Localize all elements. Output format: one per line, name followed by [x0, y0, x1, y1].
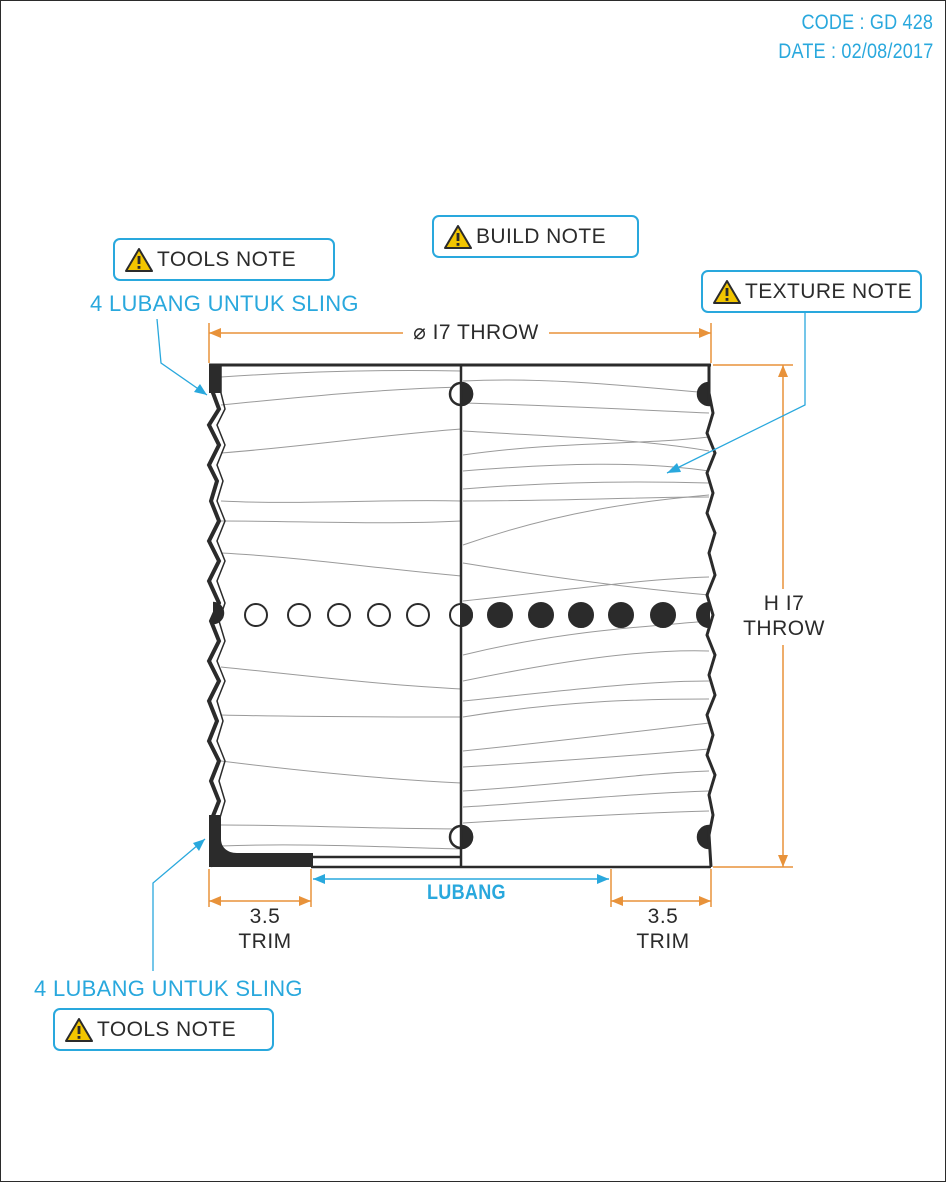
arrow-head	[611, 896, 623, 906]
trim-right-text: TRIM	[636, 930, 690, 953]
corner-bracket	[209, 365, 313, 867]
left-wavy-edge	[206, 365, 222, 868]
tools-note-label: TOOLS NOTE	[157, 247, 296, 271]
arrow-head	[778, 365, 788, 377]
sling-callout-top: 4 LUBANG UNTUK SLING	[90, 291, 359, 316]
open-hole	[287, 603, 311, 627]
arrow-head	[209, 328, 221, 338]
sling-callout-bottom: 4 LUBANG UNTUK SLING	[34, 976, 303, 1001]
open-hole	[327, 603, 351, 627]
sling-hole-mid-left	[212, 601, 225, 625]
leader-sling-bottom	[152, 838, 206, 971]
build-note-label: BUILD NOTE	[476, 224, 607, 248]
tools-note-box-bottom[interactable]: TOOLS NOTE	[53, 1008, 274, 1051]
sling-hole-top-right	[696, 381, 711, 407]
arrow-head	[699, 328, 711, 338]
open-hole	[244, 603, 268, 627]
drawing-date: DATE : 02/08/2017	[777, 40, 933, 63]
texture-note-label: TEXTURE NOTE	[745, 279, 912, 303]
filled-hole	[487, 602, 513, 628]
filled-hole	[568, 602, 594, 628]
open-hole	[367, 603, 391, 627]
arrow-head	[778, 855, 788, 867]
wall-section	[206, 363, 717, 869]
open-hole	[406, 603, 430, 627]
warning-icon	[713, 279, 741, 304]
arrow-head	[313, 874, 325, 884]
filled-hole	[608, 602, 634, 628]
trim-left-value: 3.5	[249, 905, 281, 928]
wood-grain-left	[220, 369, 462, 850]
filled-hole	[528, 602, 554, 628]
warning-icon	[125, 247, 153, 272]
dimension-lines	[208, 323, 793, 907]
texture-note-box[interactable]: TEXTURE NOTE	[701, 270, 922, 313]
trim-left-label: 3.5 TRIM	[225, 904, 305, 954]
diameter-label: ⌀ I7 THROW	[413, 321, 539, 344]
hole-row	[244, 601, 710, 629]
sling-hole-bottom-right	[696, 824, 711, 850]
arrow-head	[699, 896, 711, 906]
trim-right-value: 3.5	[647, 905, 679, 928]
wood-grain-right	[462, 379, 710, 824]
leader-sling-top	[156, 318, 208, 396]
warning-icon	[444, 224, 472, 249]
height-label-line1: H I7	[763, 592, 805, 615]
leader-lines	[152, 311, 806, 971]
lubang-label: LUBANG	[427, 881, 506, 904]
arrow-head	[597, 874, 609, 884]
arrow-head	[209, 896, 221, 906]
filled-hole	[650, 602, 676, 628]
build-note-box[interactable]: BUILD NOTE	[432, 215, 639, 258]
trim-right-label: 3.5 TRIM	[623, 904, 703, 954]
trim-left-text: TRIM	[238, 930, 292, 953]
tools-note-box-top[interactable]: TOOLS NOTE	[113, 238, 335, 281]
arrow-head	[299, 896, 311, 906]
tools-note-label: TOOLS NOTE	[97, 1017, 236, 1041]
leader-texture	[666, 311, 806, 474]
warning-icon	[65, 1017, 93, 1042]
drawing-code: CODE : GD 428	[801, 11, 933, 34]
lubang-dimension	[313, 874, 609, 884]
left-inner-wavy-edge	[216, 365, 226, 854]
height-label: H I7 THROW	[739, 591, 829, 641]
right-wavy-edge	[705, 365, 717, 868]
height-label-line2: THROW	[743, 617, 825, 640]
sling-holes	[212, 381, 711, 850]
